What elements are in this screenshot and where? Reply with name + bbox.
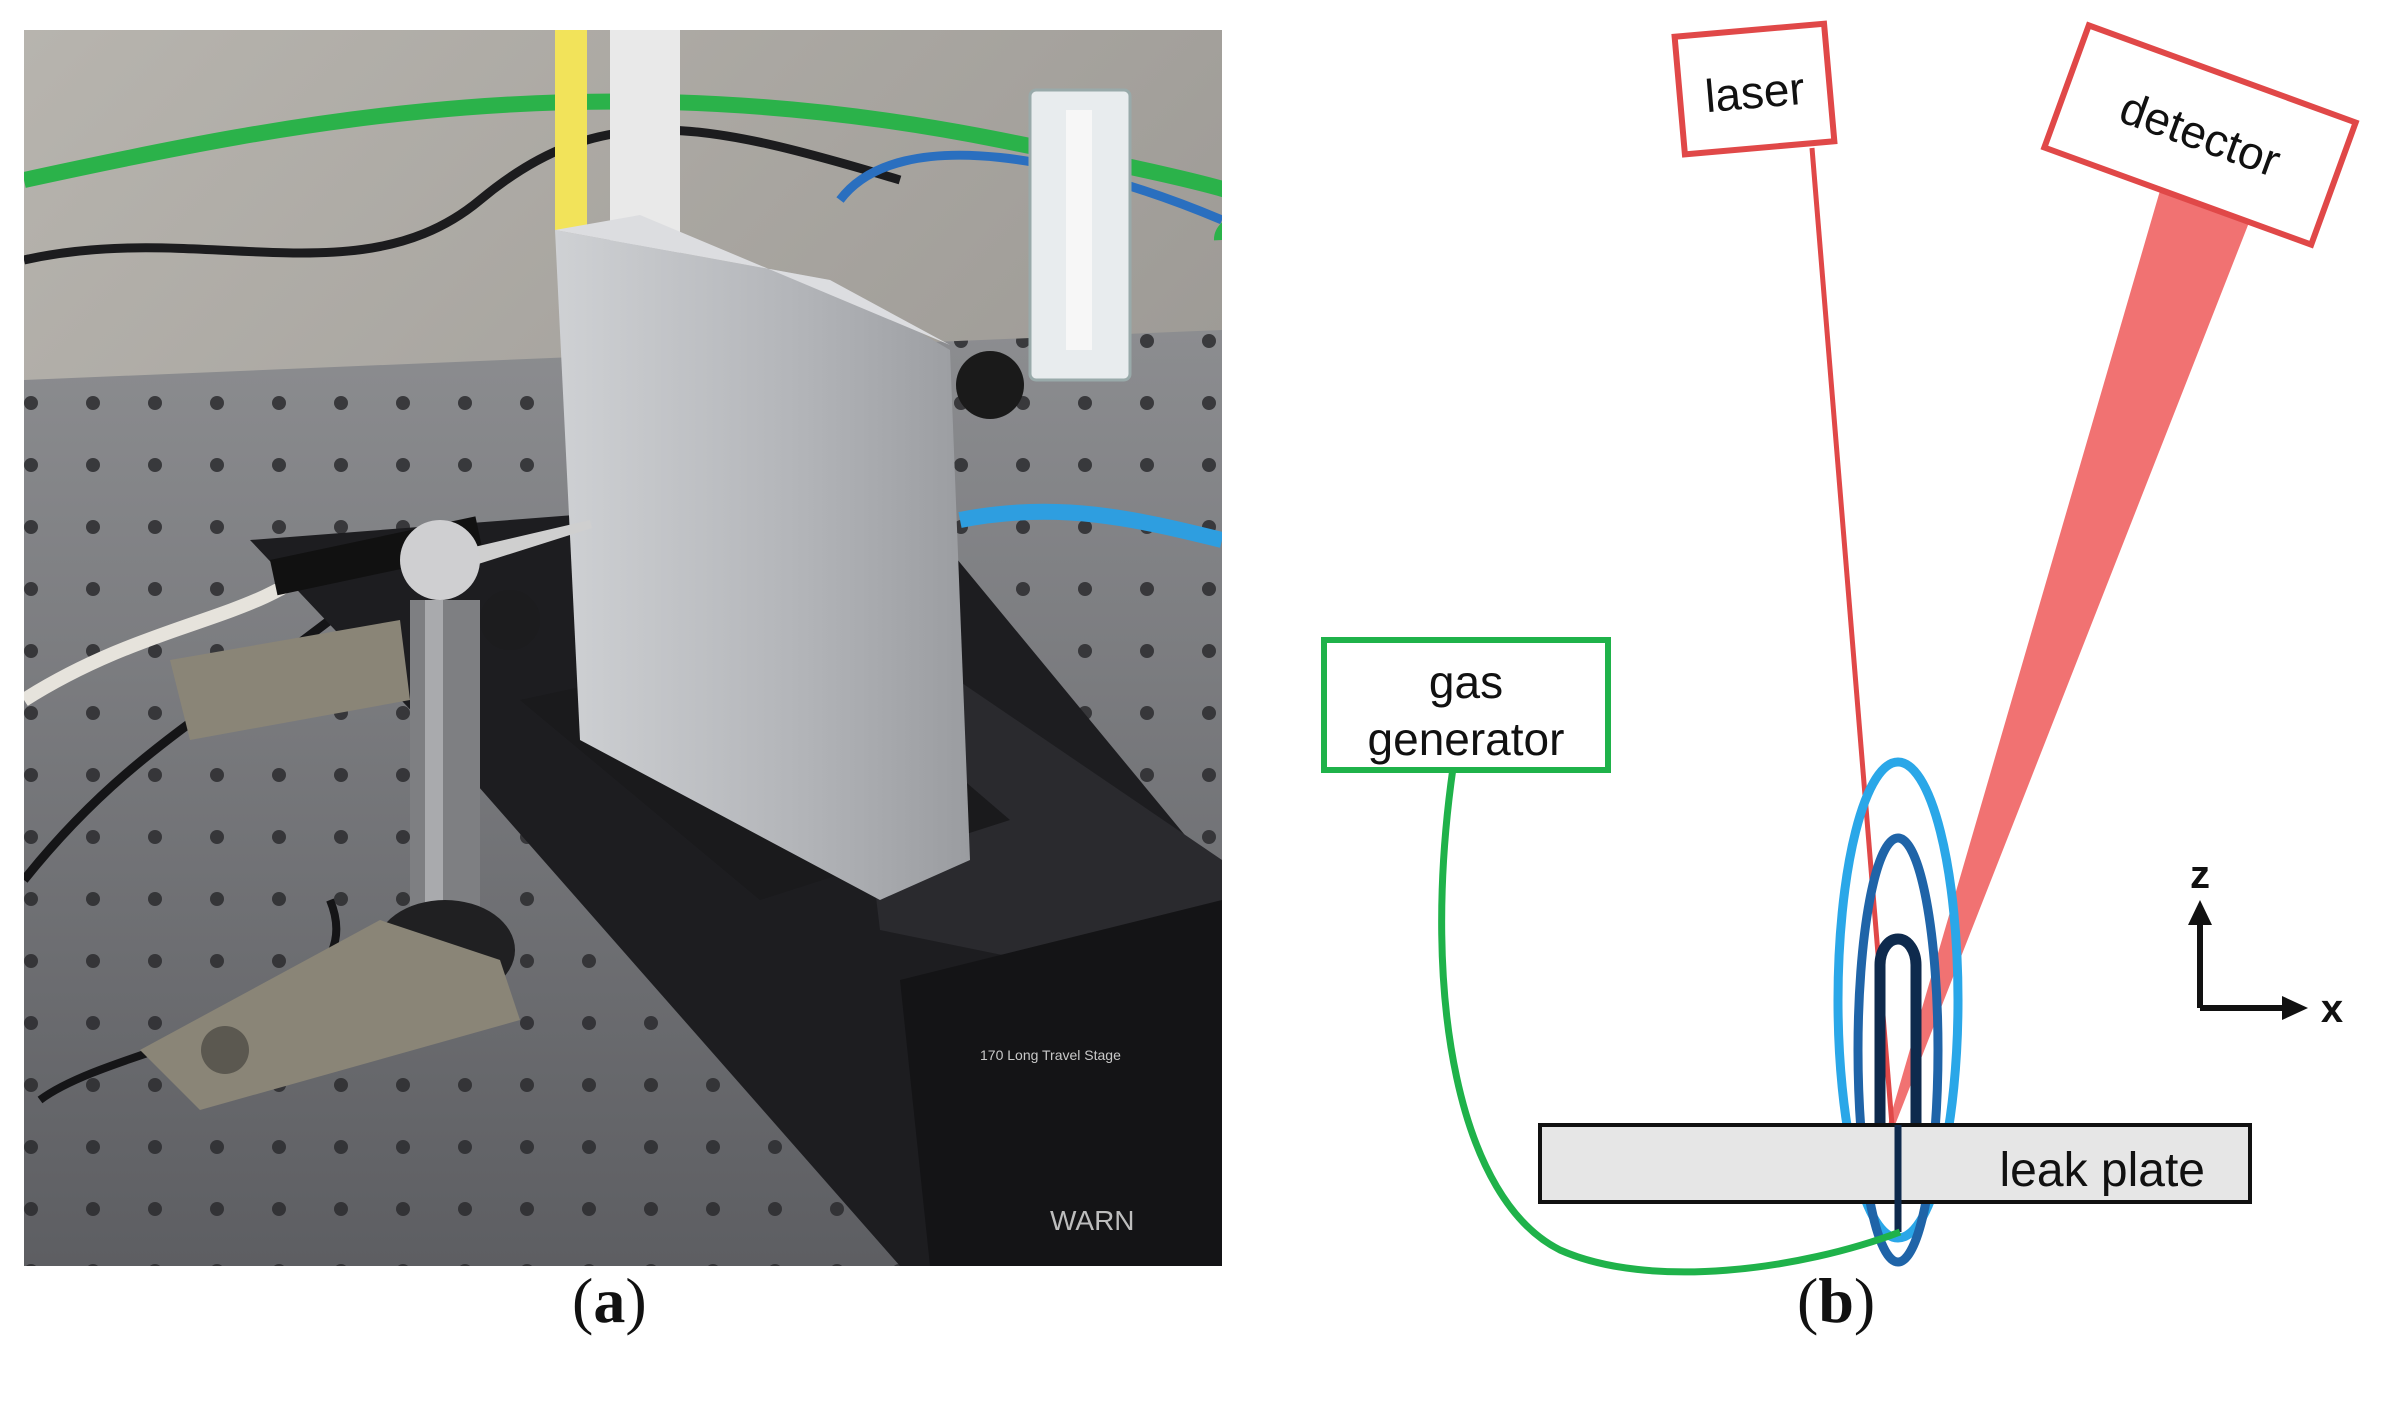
axes-indicator: z x (2188, 853, 2343, 1031)
panel-a-close-paren: ) (625, 1265, 647, 1336)
panel-b-close-paren: ) (1853, 1265, 1876, 1336)
detector-box (2040, 21, 2360, 249)
panel-label-a: (a) (572, 1264, 647, 1338)
plume-inner (1874, 933, 1922, 1125)
gas-line (1438, 767, 1902, 1276)
panel-a-open-paren: ( (572, 1265, 594, 1336)
axis-x-label: x (2321, 987, 2343, 1031)
panel-label-b: (b) (1797, 1264, 1875, 1338)
stage-label: 170 Long Travel Stage (980, 1047, 1121, 1063)
plume-middle (1853, 833, 1943, 1267)
detector-beam (1888, 170, 2250, 1125)
laser-box (1671, 20, 1838, 158)
panel-b-open-paren: ( (1797, 1265, 1819, 1336)
laser-label: laser (1703, 62, 1807, 122)
stage-warning-text: WARN (1050, 1205, 1135, 1236)
panel-a-letter: a (593, 1265, 626, 1336)
plume-outer (1833, 757, 1963, 1243)
gas-generator-box (1321, 637, 1611, 773)
leak-plate-label: leak plate (2000, 1144, 2205, 1197)
panel-b-letter: b (1818, 1265, 1854, 1336)
gas-generator-label-line1: gas (1429, 656, 1503, 708)
gas-generator-label-line2: generator (1368, 713, 1565, 765)
axis-z-label: z (2190, 853, 2210, 897)
